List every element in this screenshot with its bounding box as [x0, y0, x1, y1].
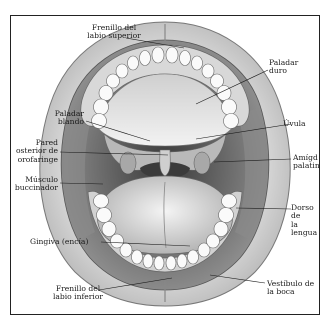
label-uvula: Úvula — [283, 120, 319, 128]
label-paladar-duro: Paladar duro — [269, 59, 319, 76]
label-gingiva: Gingiva (encía) — [30, 238, 110, 246]
label-paladar-blando: Paladar blando — [30, 110, 84, 127]
label-pared-orofaringe: Pared osterior de orofaringe — [12, 139, 58, 164]
label-amigdala-palatina: Amígd palatin — [293, 154, 319, 171]
label-vestibulo-boca: Vestíbulo de la boca — [267, 280, 319, 297]
uvula — [160, 150, 171, 176]
label-dorso-lengua: Dorso de la lengua — [291, 204, 321, 238]
left-tonsil — [120, 152, 136, 174]
label-musculo-buccinador: Músculo buccinador — [10, 176, 58, 193]
label-frenillo-inferior: Frenillo del labio inferior — [46, 285, 110, 302]
label-frenillo-superior: Frenillo del labio superior — [66, 24, 162, 41]
right-tonsil — [194, 152, 210, 174]
